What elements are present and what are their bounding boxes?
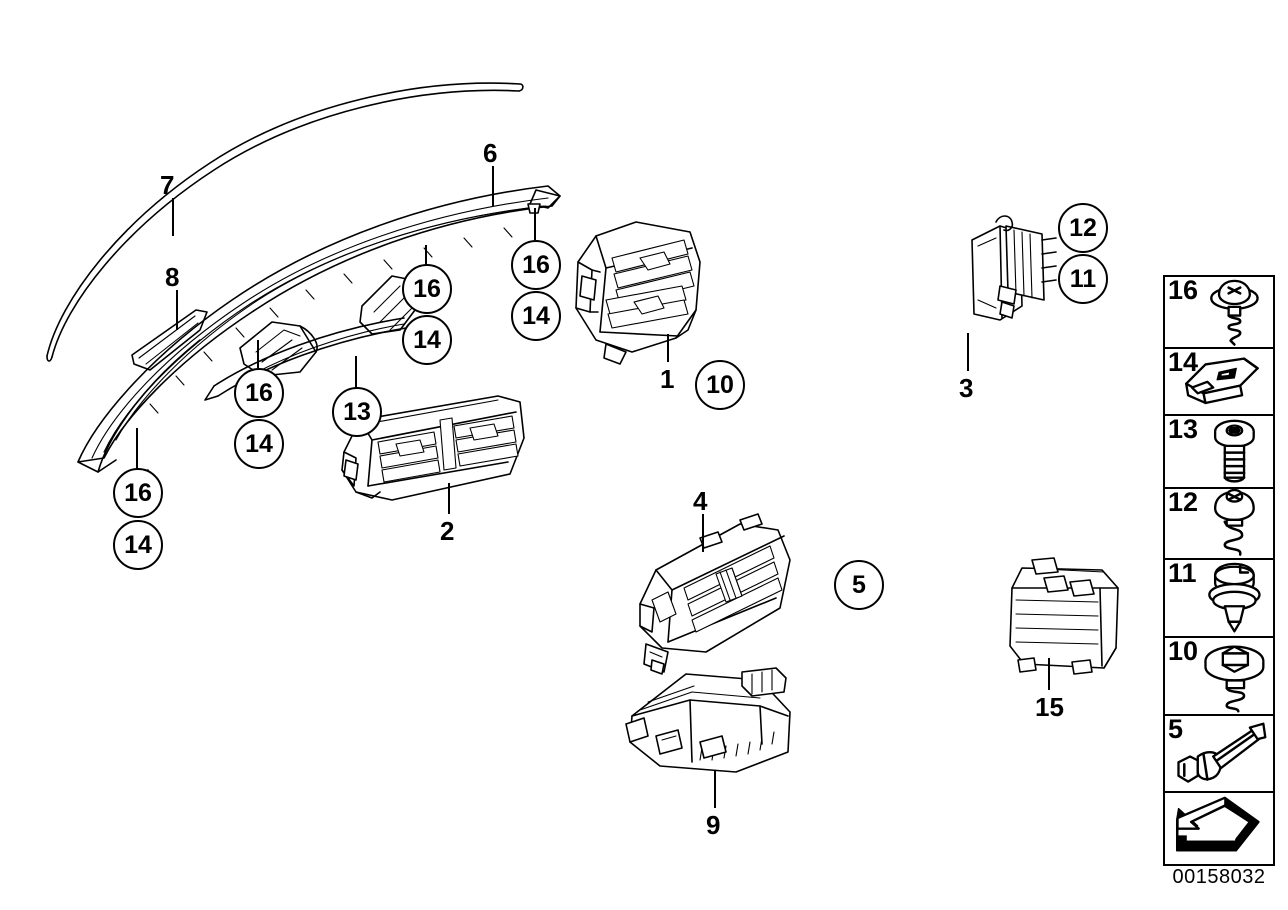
label-part-1: 1 <box>660 364 675 394</box>
part-1-side-air-vent <box>575 221 701 365</box>
diagram-number: 00158032 <box>1172 866 1266 888</box>
label-part-9: 9 <box>706 810 721 840</box>
temperature-sensor-probe-icon <box>1177 722 1267 783</box>
leader-part-7 <box>172 198 174 236</box>
sheet-metal-nut-clip-icon <box>1185 357 1259 405</box>
legend-row-12: 12 <box>1165 489 1273 560</box>
leader-part-15 <box>1048 658 1050 690</box>
legend-row-14: 14 <box>1165 349 1273 416</box>
callout-fastener-13: 13 <box>332 387 382 437</box>
leader-part-3 <box>967 333 969 371</box>
callout-fastener-14-d: 14 <box>113 520 163 570</box>
leader-fastener-16-c <box>257 340 259 368</box>
legend-row-16: 16 <box>1165 277 1273 349</box>
fastener-legend-panel: 16 14 13 <box>1163 275 1275 866</box>
part-3-air-duct-actuator <box>971 215 1057 321</box>
part-7-trim-strip <box>46 82 524 362</box>
legend-label-14: 14 <box>1168 349 1199 377</box>
label-part-4: 4 <box>693 486 708 516</box>
torx-socket-bolt-icon <box>1213 419 1255 483</box>
leader-part-4 <box>702 514 704 552</box>
part-4-rear-air-vent <box>639 513 791 675</box>
callout-fastener-16-c: 16 <box>234 368 284 418</box>
leader-part-9 <box>714 770 716 808</box>
legend-row-11: 11 <box>1165 560 1273 638</box>
label-part-3: 3 <box>959 373 974 403</box>
leader-part-2 <box>448 483 450 514</box>
label-part-15: 15 <box>1035 692 1064 722</box>
label-part-8: 8 <box>165 262 180 292</box>
screw-washer-pan-head-icon <box>1210 279 1259 346</box>
legend-row-10: 10 <box>1165 638 1273 716</box>
leader-fastener-13 <box>355 356 357 388</box>
callout-fastener-10: 10 <box>695 360 745 410</box>
callout-fastener-16-d: 16 <box>113 468 163 518</box>
legend-row-arrow <box>1165 793 1273 864</box>
label-part-7: 7 <box>160 170 175 200</box>
callout-fastener-14-c: 14 <box>234 419 284 469</box>
part-6-defroster-trim <box>77 185 561 473</box>
screw-pan-head-icon <box>1213 489 1255 556</box>
legend-label-13: 13 <box>1168 416 1199 444</box>
legend-label-5: 5 <box>1168 716 1184 744</box>
legend-row-13: 13 <box>1165 416 1273 489</box>
legend-row-5: 5 <box>1165 716 1273 793</box>
part-9-control-module <box>625 667 791 773</box>
part-6-vent-pocket-right <box>359 275 419 335</box>
part-15-microfilter-housing <box>1009 557 1119 675</box>
leader-fastener-16-d <box>136 428 138 470</box>
callout-fastener-14-a: 14 <box>402 315 452 365</box>
callout-fastener-16-b: 16 <box>511 240 561 290</box>
leader-part-1 <box>667 334 669 362</box>
label-part-2: 2 <box>440 516 455 546</box>
legend-label-12: 12 <box>1168 489 1199 517</box>
callout-fastener-16-a: 16 <box>402 264 452 314</box>
callout-fastener-11: 11 <box>1058 254 1108 304</box>
part-2-centre-air-vent <box>341 395 525 501</box>
leader-part-6 <box>492 166 494 206</box>
leader-fastener-16-b <box>534 208 536 240</box>
legend-label-11: 11 <box>1168 560 1197 588</box>
expanding-rivet-plug-icon <box>1208 562 1261 633</box>
callout-fastener-5: 5 <box>834 560 884 610</box>
direction-arrow-3d-icon <box>1175 796 1260 852</box>
leader-fastener-16-a <box>425 245 427 265</box>
callout-fastener-14-b: 14 <box>511 291 561 341</box>
leader-part-8 <box>176 290 178 330</box>
hex-head-flange-screw-icon <box>1204 645 1265 713</box>
legend-label-10: 10 <box>1168 638 1199 666</box>
label-part-6: 6 <box>483 138 498 168</box>
legend-label-16: 16 <box>1168 277 1199 305</box>
callout-fastener-12: 12 <box>1058 203 1108 253</box>
part-8-trim-end-cap <box>131 309 208 371</box>
